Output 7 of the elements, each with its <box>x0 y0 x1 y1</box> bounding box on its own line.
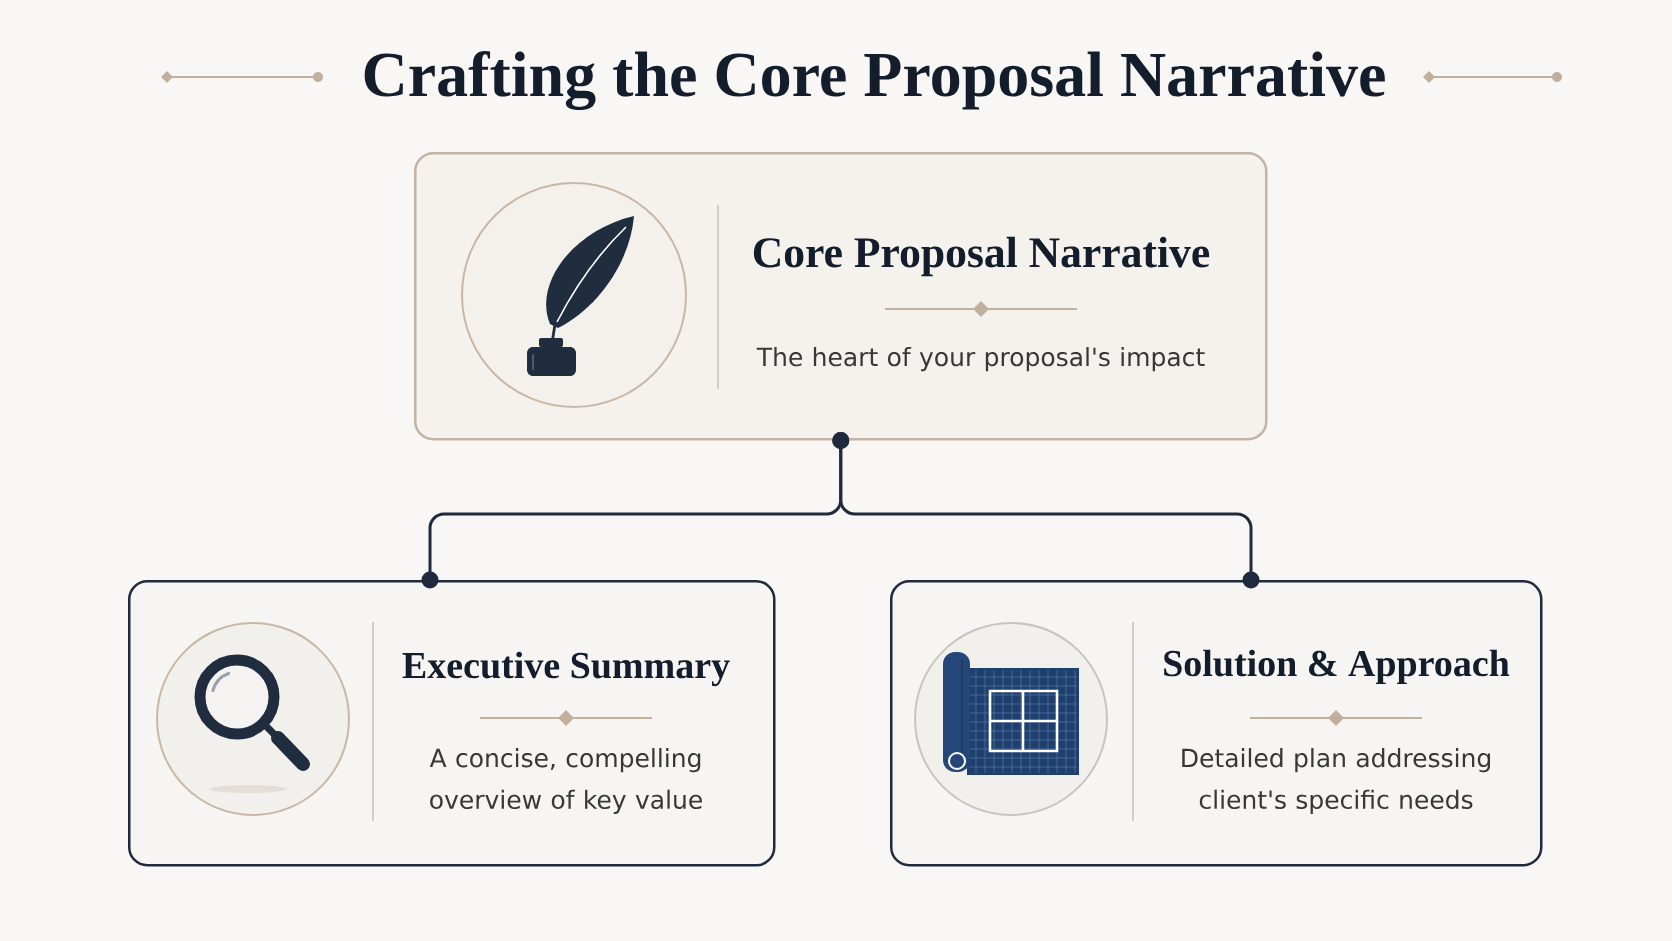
title: Crafting the Core Proposal Narrative <box>364 50 1385 111</box>
card-text: A concise, compelling overview of key value <box>429 748 702 814</box>
card-text: Detailed plan addressing client's specific needs <box>1182 748 1490 814</box>
card-heading: Executive Summary <box>402 651 730 687</box>
card-text: The heart of your proposal's impact <box>756 347 1205 372</box>
card-heading: Solution & Approach <box>1164 649 1510 685</box>
card-heading: Core Proposal Narrative <box>753 236 1210 277</box>
